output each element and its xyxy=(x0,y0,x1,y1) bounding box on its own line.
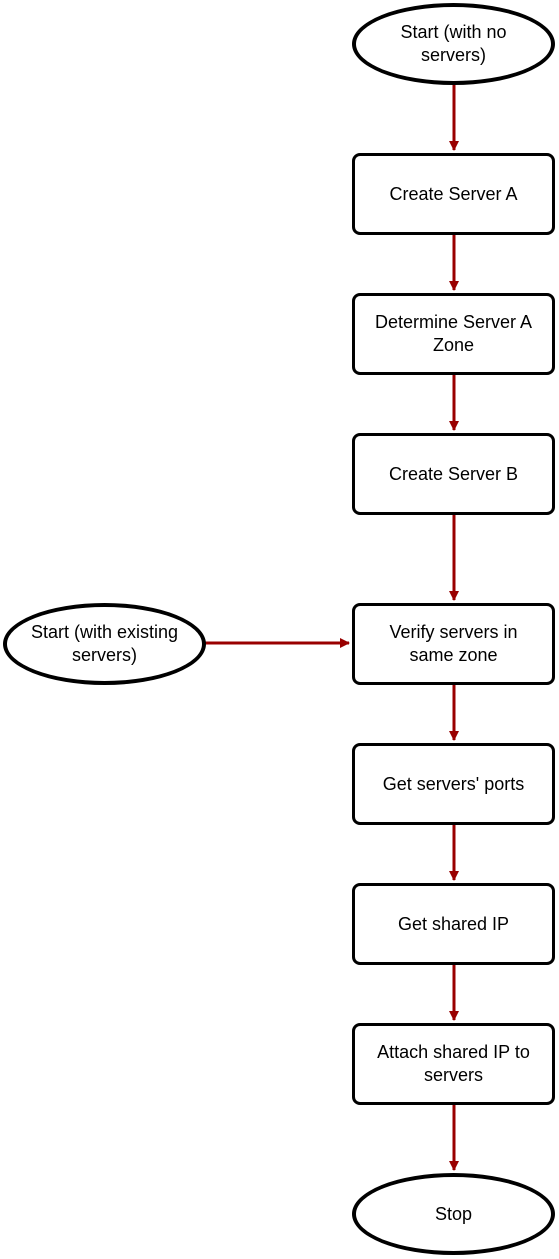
start-existing-node: Start (with existing servers) xyxy=(3,603,206,685)
create-server-a-label: Create Server A xyxy=(389,183,518,204)
create-server-a-node: Create Server A xyxy=(352,153,555,235)
create-server-b-node: Create Server B xyxy=(352,433,555,515)
get-ports-label: Get servers' ports xyxy=(382,773,525,794)
create-server-b-label: Create Server B xyxy=(388,463,519,484)
stop-label: Stop xyxy=(434,1203,473,1224)
attach-ip-label: Attach shared IP to servers xyxy=(377,1042,530,1085)
start-no-servers-label: Start (with no servers) xyxy=(400,22,507,65)
stop-node: Stop xyxy=(352,1173,555,1255)
verify-same-zone-node: Verify servers in same zone xyxy=(352,603,555,685)
get-ports-node: Get servers' ports xyxy=(352,743,555,825)
get-shared-ip-label: Get shared IP xyxy=(397,913,510,934)
attach-ip-node: Attach shared IP to servers xyxy=(352,1023,555,1105)
get-shared-ip-node: Get shared IP xyxy=(352,883,555,965)
start-no-servers-node: Start (with no servers) xyxy=(352,3,555,85)
determine-zone-label: Determine Server A Zone xyxy=(374,312,533,355)
determine-zone-node: Determine Server A Zone xyxy=(352,293,555,375)
start-existing-label: Start (with existing servers) xyxy=(30,622,179,665)
verify-same-zone-label: Verify servers in same zone xyxy=(389,622,518,665)
